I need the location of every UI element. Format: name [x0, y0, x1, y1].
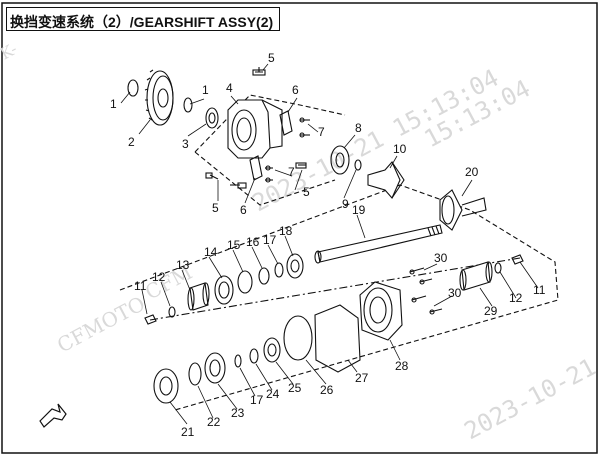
callout-2: 2	[128, 135, 135, 149]
callout-7b: 7	[288, 165, 295, 179]
callout-18: 18	[279, 224, 293, 238]
callout-21: 21	[181, 425, 195, 439]
callout-29: 29	[484, 304, 498, 318]
callout-11b: 11	[533, 283, 546, 297]
part-4-housing	[227, 99, 283, 159]
callout-15: 15	[227, 238, 241, 252]
part-17-ring-lower	[234, 354, 242, 368]
callout-10: 10	[393, 142, 407, 156]
callout-1b: 1	[202, 83, 209, 97]
part-15-seal	[237, 270, 253, 294]
callout-22: 22	[207, 415, 221, 429]
direction-arrow-icon	[39, 403, 67, 428]
part-12-washer-left	[168, 306, 176, 318]
callout-1a: 1	[110, 97, 117, 111]
callout-24: 24	[266, 387, 280, 401]
part-26-oring	[283, 315, 313, 361]
part-10-pinion	[367, 160, 405, 200]
part-21-bearing	[153, 368, 179, 404]
callout-12a: 12	[152, 270, 166, 284]
title-frame	[6, 7, 280, 31]
part-1-ring-right	[183, 97, 193, 113]
part-23-bearing	[204, 352, 226, 384]
part-20-bevel-gear	[439, 189, 487, 231]
callout-20: 20	[465, 165, 479, 179]
callout-3: 3	[182, 137, 189, 151]
part-16-ring	[258, 267, 270, 285]
callout-5b: 5	[303, 185, 310, 199]
part-8-bearing	[330, 145, 350, 175]
part-25-seal	[263, 337, 281, 363]
watermark-brand: CFMOTO	[53, 291, 149, 357]
callout-9: 9	[342, 197, 349, 211]
part-11-bolt-right	[511, 254, 524, 265]
callout-17a: 17	[263, 233, 277, 247]
part-3-bearing	[205, 107, 219, 129]
callout-6a: 6	[292, 83, 299, 97]
part-19-shaft	[314, 224, 443, 264]
callout-4: 4	[226, 81, 233, 95]
callout-26: 26	[320, 383, 334, 397]
callout-16: 16	[246, 235, 260, 249]
page-title: 换挡变速系统（2）/GEARSHIFT ASSY(2)	[10, 14, 274, 30]
part-13-sleeve	[187, 282, 210, 311]
callout-6b: 6	[240, 203, 247, 217]
drawing-lines	[39, 63, 559, 428]
part-9-ring	[354, 159, 362, 171]
part-12-washer-right	[494, 262, 502, 274]
part-6-bracket-lower	[249, 155, 263, 181]
part-30-bolts	[409, 267, 443, 315]
part-2-gear	[144, 69, 174, 126]
part-28-housing	[359, 281, 403, 341]
part-1-ring-left	[127, 79, 139, 97]
callout-23: 23	[231, 406, 245, 420]
part-22-ring	[188, 362, 202, 386]
part-18-bearing	[286, 253, 304, 279]
callout-11a: 11	[134, 279, 147, 293]
callout-27: 27	[355, 371, 369, 385]
callout-19: 19	[352, 203, 366, 217]
part-17-ring	[274, 262, 284, 278]
callout-30a: 30	[434, 251, 448, 265]
part-6-bracket-upper	[279, 110, 293, 136]
watermark-date-part: 2023-10-21	[460, 353, 600, 446]
callout-labels: 1 1 2 3 4 5 6 7 8 10 5 7 5 6 9 19 20 14 …	[110, 51, 546, 439]
callout-17b: 17	[250, 393, 264, 407]
callout-5a: 5	[268, 51, 275, 65]
watermark-edge-text: K-	[0, 39, 20, 63]
part-11-nut-left	[144, 314, 157, 325]
callout-28: 28	[395, 359, 409, 373]
part-29-sleeve	[459, 261, 493, 291]
callout-5c: 5	[212, 201, 219, 215]
part-14-bearing	[214, 275, 234, 305]
callout-25: 25	[288, 381, 302, 395]
callout-7a: 7	[318, 125, 325, 139]
bolts	[205, 67, 310, 189]
callout-12b: 12	[509, 291, 523, 305]
callout-8: 8	[355, 121, 362, 135]
part-27-gasket	[314, 304, 361, 373]
callout-14: 14	[204, 245, 218, 259]
callout-30b: 30	[448, 286, 462, 300]
callout-13: 13	[176, 258, 190, 272]
leader-lines	[120, 63, 539, 425]
part-24-ring	[249, 348, 259, 364]
